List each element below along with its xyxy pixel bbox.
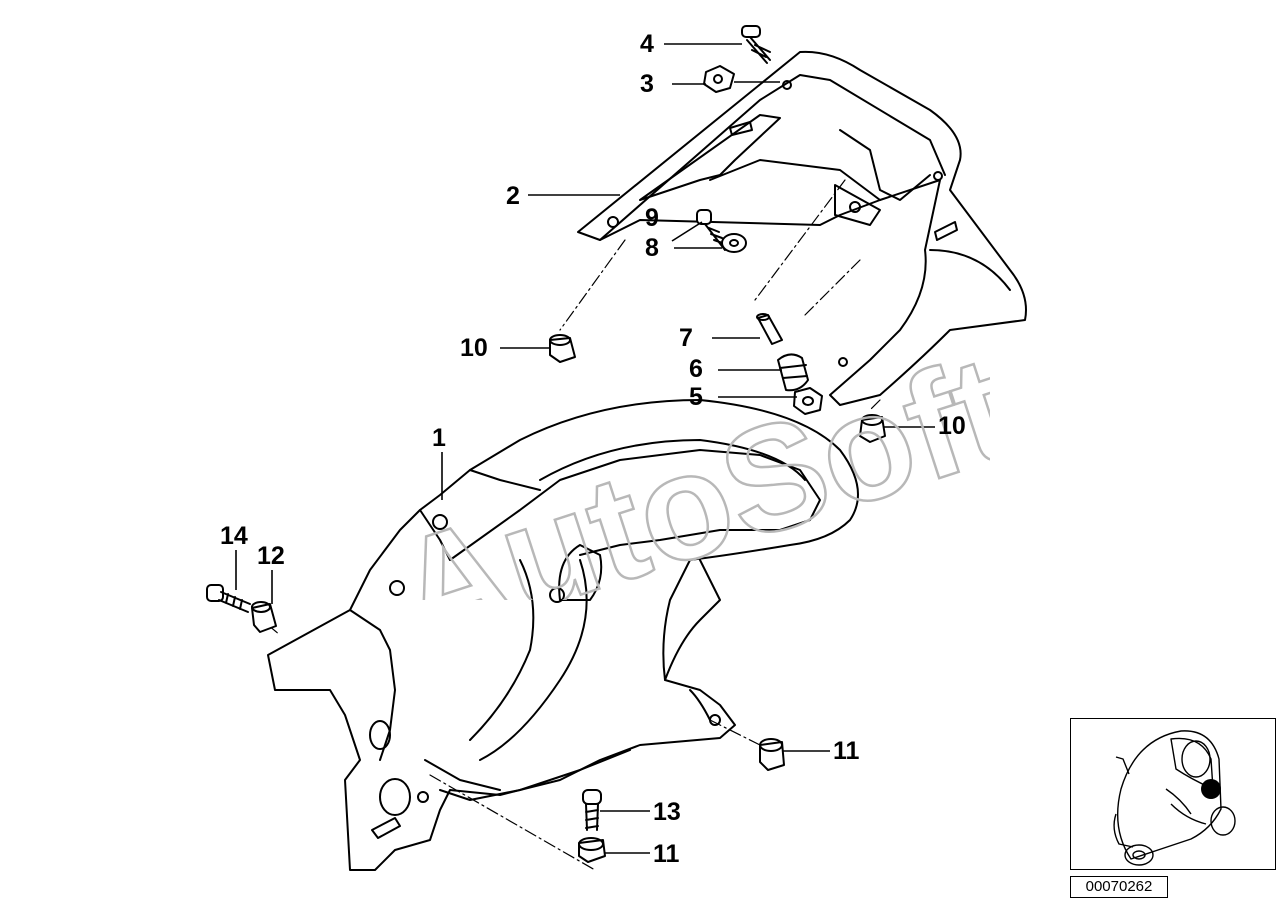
callout-10-right: 10 (938, 412, 966, 440)
part-14-bolt (206, 584, 251, 613)
leader-3 (672, 81, 780, 85)
callout-10-left: 10 (460, 334, 488, 362)
callout-6: 6 (689, 355, 703, 383)
callout-1: 1 (432, 424, 446, 452)
callout-3: 3 (640, 70, 654, 98)
callout-7: 7 (679, 324, 693, 352)
leader-9 (671, 221, 703, 242)
diagram-code: 00070262 (1070, 876, 1168, 898)
scooter-thumbnail (1113, 730, 1236, 866)
callout-4: 4 (640, 30, 654, 58)
part-10-clip-left (549, 334, 576, 363)
watermark-logo: AutoSoft (375, 321, 990, 600)
part-7-sleeve (756, 313, 783, 345)
part-11-grommet-lower (578, 837, 606, 863)
part-3-nut (703, 65, 735, 93)
part-12-spacer (251, 601, 277, 633)
watermark-text: AutoSoft (377, 322, 990, 600)
part-5-nut (793, 387, 823, 415)
part-13-bolt (582, 789, 602, 831)
callout-13: 13 (653, 798, 681, 826)
callout-9: 9 (645, 204, 659, 232)
part-4-screw (741, 25, 771, 64)
part-11-grommet-upper (759, 738, 785, 771)
vehicle-location-inset (1070, 718, 1276, 870)
part-10-clip-right (859, 414, 886, 443)
part-9-screw (696, 209, 726, 251)
callout-11-upper: 11 (833, 737, 860, 765)
part-2-bracket (577, 50, 1027, 406)
highlight-marker (1201, 779, 1221, 799)
callout-5: 5 (689, 383, 703, 411)
callout-11-lower: 11 (653, 840, 680, 868)
part-1-fender (267, 399, 859, 871)
callout-12: 12 (257, 542, 285, 570)
part-6-grommet (777, 353, 809, 392)
callout-8: 8 (645, 234, 659, 262)
callout-2: 2 (506, 182, 520, 210)
part-8-washer (721, 233, 747, 253)
callout-14: 14 (220, 522, 248, 550)
